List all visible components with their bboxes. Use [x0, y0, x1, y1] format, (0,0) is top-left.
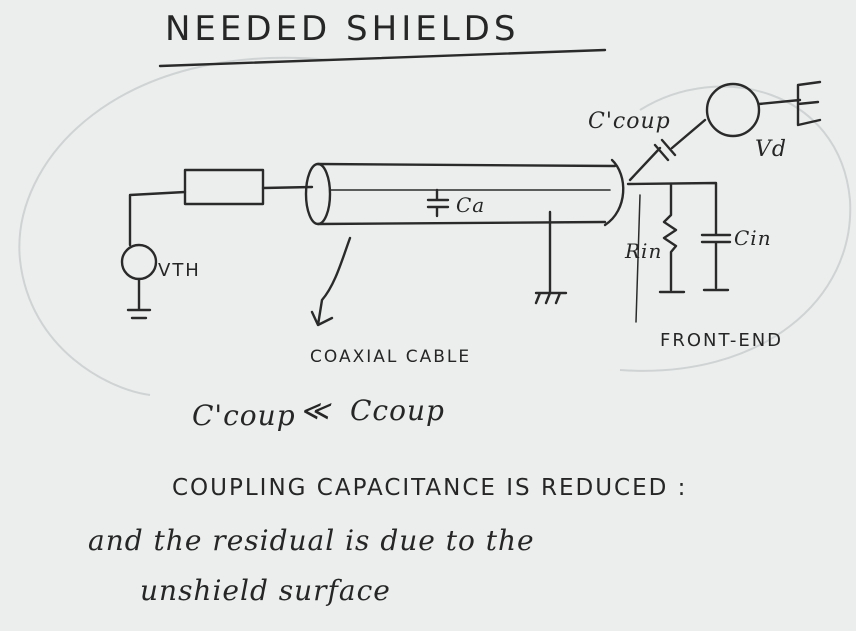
coax-arrow — [310, 236, 352, 327]
relation-operator: ≪ — [300, 394, 332, 427]
ca-label: Ca — [456, 193, 485, 217]
note-line-2: and the residual is due to the — [88, 524, 535, 557]
front-end-label: FRONT-END — [660, 330, 783, 351]
shield-ground-icon — [534, 210, 568, 305]
title-underline — [158, 48, 607, 68]
cable-end-right — [603, 158, 625, 227]
front-end-wires — [626, 181, 732, 292]
faint-arc-right — [619, 85, 852, 372]
vd-label: Vd — [755, 137, 787, 162]
note-line-1: COUPLING CAPACITANCE IS REDUCED : — [172, 475, 687, 501]
c-coup-prime-label: C'coup — [588, 109, 671, 134]
e-label: E — [807, 74, 810, 76]
note-line-3: unshield surface — [140, 574, 391, 607]
e-field-icon — [757, 80, 822, 127]
relation-right: Ccoup — [350, 394, 445, 427]
vth-wires — [126, 190, 187, 320]
cable-outline — [316, 162, 617, 226]
vth-label: VTH — [158, 260, 201, 281]
cable-end-left — [304, 162, 332, 226]
wire-to-cable — [261, 185, 314, 190]
series-resistor — [183, 168, 265, 206]
coaxial-cable-label: COAXIAL CABLE — [310, 347, 471, 367]
rin-label: Rin — [624, 239, 662, 263]
vd-source-icon — [705, 82, 761, 138]
diagram-title: NEEDED SHIELDS — [165, 9, 519, 49]
front-end-grounds — [658, 288, 730, 294]
c-coup-capacitor-icon — [628, 118, 707, 182]
faint-arc-left — [18, 56, 331, 396]
front-end-divider — [635, 194, 641, 323]
cin-label: Cin — [734, 226, 772, 250]
vth-source-icon — [120, 243, 158, 281]
ca-capacitor-icon — [426, 188, 450, 218]
relation-left: C'coup — [192, 399, 296, 432]
